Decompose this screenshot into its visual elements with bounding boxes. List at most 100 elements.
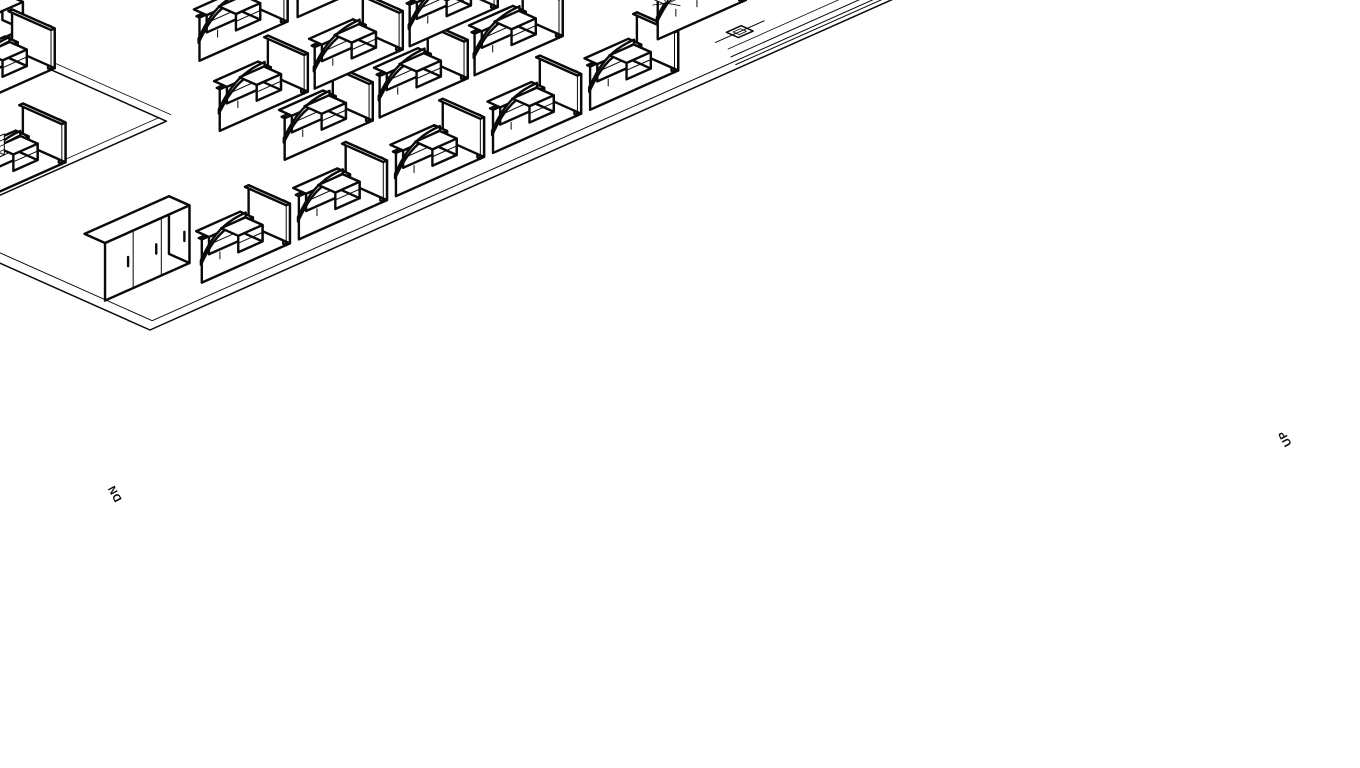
overhead-bin-door-line [416, 0, 440, 11]
panel-return-top [437, 97, 486, 121]
panel-divider [296, 0, 339, 19]
task-chair [0, 133, 5, 158]
workstation-mirrored [307, 0, 405, 90]
workstation [655, 0, 748, 41]
pedestal-file-top [608, 43, 653, 65]
workstation [372, 20, 469, 119]
chair-back-slat [0, 149, 5, 152]
workstation-clusters-layer [0, 0, 748, 284]
workstation [307, 0, 405, 90]
cluster-cluster-north-mid [212, 0, 564, 161]
pedestal-file-top [414, 129, 458, 151]
worksurface-front-edge [656, 0, 668, 19]
worksurface-front-edge [200, 211, 247, 262]
structural-columns-layer [715, 20, 765, 43]
panel-return-top [534, 54, 583, 77]
workstation [486, 54, 583, 155]
pedestal-file [0, 40, 29, 79]
corridor-north-b [730, 0, 860, 58]
panel-return-top [17, 102, 67, 126]
pedestal-drawer-line [334, 188, 361, 201]
panel-return-top [7, 8, 56, 32]
pedestal-drawer-line [12, 150, 39, 163]
workstation [405, 0, 499, 48]
panel-return [740, 0, 748, 3]
cluster-cluster-mid-run [192, 0, 339, 62]
worksurface-front-edge [283, 90, 331, 139]
pedestal-drawer-line [235, 10, 261, 22]
worksurface-front-edge [197, 0, 229, 40]
pedestal-file-top [333, 23, 378, 44]
panel-return-top [243, 184, 292, 207]
corridor-north-a [735, 0, 883, 66]
storage-unit-tall-cabinet-west [83, 195, 191, 302]
pedestal-file-top [493, 9, 538, 31]
worksurface-front-edge [472, 5, 521, 55]
column-5-stub [715, 20, 765, 43]
pedestal-file [303, 94, 348, 131]
workstation [389, 97, 486, 198]
pedestal-file-top [303, 94, 348, 116]
panel-return-top [262, 34, 310, 57]
pedestal-file [493, 9, 538, 47]
cluster-cluster-west-office [0, 102, 67, 193]
worksurface-front-edge [408, 0, 425, 26]
pedestal-drawer-line [416, 67, 442, 80]
partition-west-top [0, 120, 168, 197]
worksurface-front-edge [588, 38, 635, 89]
pedestal-drawer-line [256, 80, 282, 93]
pedestal-drawer-line [2, 56, 28, 69]
pedestal-file-top [219, 216, 264, 238]
workstation [0, 102, 67, 193]
workstation [277, 63, 374, 161]
pedestal-file-top [0, 40, 29, 62]
workstation [467, 0, 564, 77]
workstation-mirrored [212, 34, 310, 133]
pedestal-drawer-line [511, 25, 537, 37]
pedestal-file [317, 172, 361, 211]
pedestal-drawer-line [431, 145, 458, 158]
pedestal-file [217, 0, 262, 32]
pedestal-drawer-line [446, 0, 465, 8]
panel-return [478, 0, 499, 10]
pedestal-drawer-line [528, 102, 555, 115]
pedestal-file-top [217, 0, 262, 16]
workstation [295, 0, 339, 19]
chair-back-slat [0, 138, 5, 142]
pedestal-file [442, 0, 473, 18]
pedestal-file-face-y [455, 0, 473, 7]
pedestal-file [414, 129, 458, 167]
workstation [192, 0, 289, 62]
pedestal-file [608, 43, 653, 81]
credenza-southwest-top [0, 0, 25, 14]
workstation [212, 34, 310, 133]
chair-caster-arm [663, 2, 669, 11]
workstation [0, 8, 56, 94]
pedestal-drawer-line [351, 38, 377, 51]
worksurface-front-edge [0, 130, 22, 145]
pedestal-file [511, 86, 555, 124]
chair-caster-arm [663, 0, 669, 4]
pedestal-file [333, 23, 378, 60]
chair-seat [0, 152, 5, 158]
pedestal-file-top [511, 86, 555, 108]
pedestal-file-top [317, 172, 361, 194]
pedestal-file [219, 216, 264, 254]
cluster-cluster-southwest-office [0, 8, 56, 94]
workstation-mirrored [405, 0, 499, 48]
pedestal-file [238, 65, 283, 102]
worksurface-front-edge [313, 18, 361, 68]
chair-caster-arm [667, 0, 677, 4]
overhead-bin-top [408, 0, 425, 4]
worksurface-front-edge [297, 168, 344, 218]
worksurface-front-edge [377, 47, 426, 97]
pedestal-drawer-line [321, 109, 347, 122]
worksurface-front-edge [394, 125, 441, 175]
chair-caster-arm [652, 2, 669, 6]
panel-return-top [340, 140, 389, 164]
structural-column [715, 20, 765, 43]
task-chair [652, 0, 681, 11]
